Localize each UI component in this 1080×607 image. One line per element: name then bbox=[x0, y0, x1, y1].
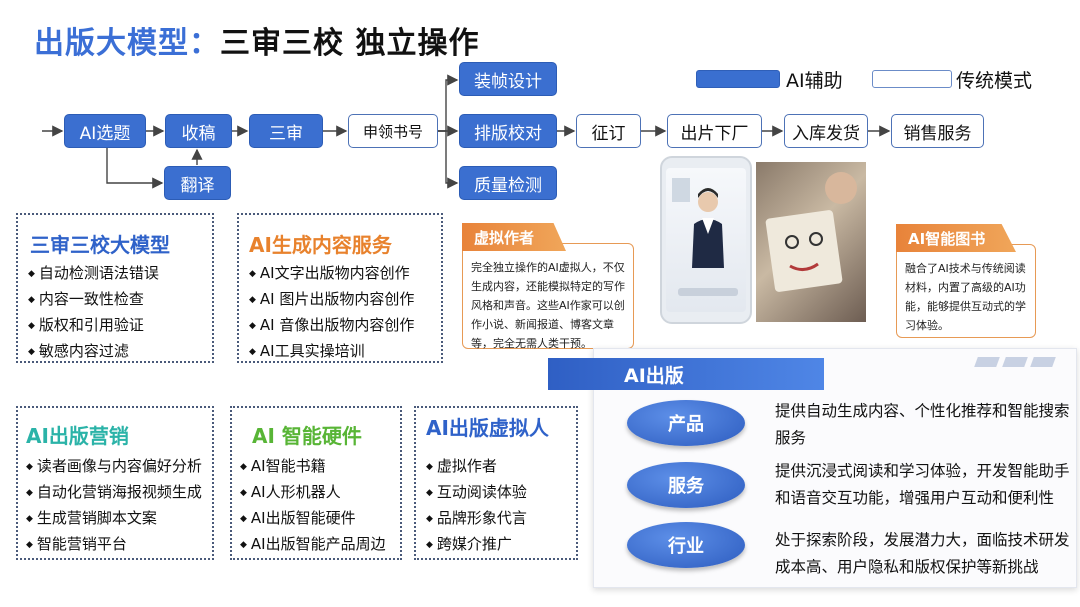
category-hardware: AI 智能硬件 AI智能书籍 AI人形机器人 AI出版智能硬件 AI出版智能产品… bbox=[230, 406, 402, 560]
virtual-author-text: 完全独立操作的AI虚拟人，不仅生成内容，还能模拟特定的写作风格和声音。这些AI作… bbox=[471, 261, 625, 350]
list-item: 跨媒介推广 bbox=[426, 532, 527, 558]
category-title: 三审三校大模型 bbox=[30, 233, 170, 257]
list-item: 品牌形象代言 bbox=[426, 506, 527, 532]
list-item: AI出版智能产品周边 bbox=[240, 532, 386, 558]
category-list: 读者画像与内容偏好分析 自动化营销海报视频生成 生成营销脚本文案 智能营销平台 bbox=[26, 454, 202, 558]
category-title: AI出版虚拟人 bbox=[426, 416, 549, 440]
node-quality-check: 质量检测 bbox=[459, 166, 557, 200]
category-marketing: AI出版营销 读者画像与内容偏好分析 自动化营销海报视频生成 生成营销脚本文案 … bbox=[16, 406, 214, 560]
panel-decor bbox=[1002, 357, 1028, 367]
category-list: AI文字出版物内容创作 AI 图片出版物内容创作 AI 音像出版物内容创作 AI… bbox=[249, 261, 414, 365]
pill-service: 服务 bbox=[627, 462, 745, 508]
virtual-author-card: 完全独立操作的AI虚拟人，不仅生成内容，还能模拟特定的写作风格和声音。这些AI作… bbox=[462, 243, 634, 350]
node-apply-isbn: 申领书号 bbox=[348, 114, 438, 148]
node-storage: 入库发货 bbox=[784, 114, 868, 148]
list-item: AI出版智能硬件 bbox=[240, 506, 386, 532]
panel-decor bbox=[1030, 357, 1056, 367]
list-item: 自动检测语法错误 bbox=[28, 261, 159, 287]
desc-service: 提供沉浸式阅读和学习体验，开发智能助手和语音交互功能，增强用户互动和便利性 bbox=[775, 462, 1070, 507]
list-item: AI文字出版物内容创作 bbox=[249, 261, 414, 287]
list-item: 自动化营销海报视频生成 bbox=[26, 480, 202, 506]
title-part2: 三审三校 独立操作 bbox=[220, 26, 480, 61]
legend-ai-swatch bbox=[696, 70, 780, 88]
category-title: AI 智能硬件 bbox=[252, 424, 362, 448]
list-item: AI 音像出版物内容创作 bbox=[249, 313, 414, 339]
pill-product: 产品 bbox=[627, 400, 745, 446]
desc-product: 提供自动生成内容、个性化推荐和智能搜索服务 bbox=[775, 402, 1070, 447]
category-list: 虚拟作者 互动阅读体验 品牌形象代言 跨媒介推广 bbox=[426, 454, 527, 558]
ai-book-illustration bbox=[765, 172, 857, 292]
legend-traditional-swatch bbox=[872, 70, 952, 88]
page-title: 出版大模型：三审三校 独立操作 bbox=[34, 18, 479, 62]
category-review-model: 三审三校大模型 自动检测语法错误 内容一致性检查 版权和引用验证 敏感内容过滤 bbox=[16, 213, 214, 363]
list-item: AI工具实操培训 bbox=[249, 339, 414, 365]
node-sales: 销售服务 bbox=[891, 114, 984, 148]
list-item: 互动阅读体验 bbox=[426, 480, 527, 506]
legend-ai-label: AI辅助 bbox=[786, 70, 843, 92]
category-title: AI出版营销 bbox=[26, 424, 129, 448]
panel-decor bbox=[974, 357, 1000, 367]
ai-book-photo bbox=[756, 162, 866, 322]
category-list: 自动检测语法错误 内容一致性检查 版权和引用验证 敏感内容过滤 bbox=[28, 261, 159, 365]
pill-industry: 行业 bbox=[627, 522, 745, 568]
node-translate: 翻译 bbox=[164, 166, 231, 200]
list-item: AI 图片出版物内容创作 bbox=[249, 287, 414, 313]
list-item: 生成营销脚本文案 bbox=[26, 506, 202, 532]
node-subscribe: 征订 bbox=[576, 114, 641, 148]
smart-book-text: 融合了AI技术与传统阅读材料，内置了高级的AI功能，能够提供互动式的学习体验。 bbox=[905, 262, 1026, 332]
legend-traditional-label: 传统模式 bbox=[956, 70, 1033, 92]
list-item: 读者画像与内容偏好分析 bbox=[26, 454, 202, 480]
node-binding-design: 装帧设计 bbox=[459, 62, 557, 96]
node-typeset-proof: 排版校对 bbox=[459, 114, 557, 148]
virtual-human-phone-image bbox=[660, 156, 752, 324]
title-part1: 出版大模型： bbox=[34, 26, 220, 61]
node-ai-topic: AI选题 bbox=[64, 114, 146, 148]
ai-publishing-banner: AI出版 bbox=[548, 358, 824, 390]
desc-industry: 处于探索阶段，发展潜力大，面临技术研发成本高、用户隐私和版权保护等新挑战 bbox=[775, 531, 1070, 576]
virtual-human-figure bbox=[672, 178, 738, 296]
list-item: 虚拟作者 bbox=[426, 454, 527, 480]
list-item: 智能营销平台 bbox=[26, 532, 202, 558]
list-item: 版权和引用验证 bbox=[28, 313, 159, 339]
list-item: AI人形机器人 bbox=[240, 480, 386, 506]
node-print: 出片下厂 bbox=[667, 114, 762, 148]
category-avatar: AI出版虚拟人 虚拟作者 互动阅读体验 品牌形象代言 跨媒介推广 bbox=[414, 406, 578, 560]
list-item: AI智能书籍 bbox=[240, 454, 386, 480]
smart-book-card: 融合了AI技术与传统阅读材料，内置了高级的AI功能，能够提供互动式的学习体验。 bbox=[896, 244, 1036, 338]
list-item: 内容一致性检查 bbox=[28, 287, 159, 313]
category-list: AI智能书籍 AI人形机器人 AI出版智能硬件 AI出版智能产品周边 bbox=[240, 454, 386, 558]
node-review: 三审 bbox=[249, 114, 323, 148]
category-aigc: AI生成内容服务 AI文字出版物内容创作 AI 图片出版物内容创作 AI 音像出… bbox=[237, 213, 443, 363]
node-collect: 收稿 bbox=[165, 114, 232, 148]
virtual-author-tag: 虚拟作者 bbox=[462, 223, 566, 251]
smart-book-tag: AI智能图书 bbox=[896, 224, 1016, 252]
category-title: AI生成内容服务 bbox=[249, 233, 392, 257]
list-item: 敏感内容过滤 bbox=[28, 339, 159, 365]
